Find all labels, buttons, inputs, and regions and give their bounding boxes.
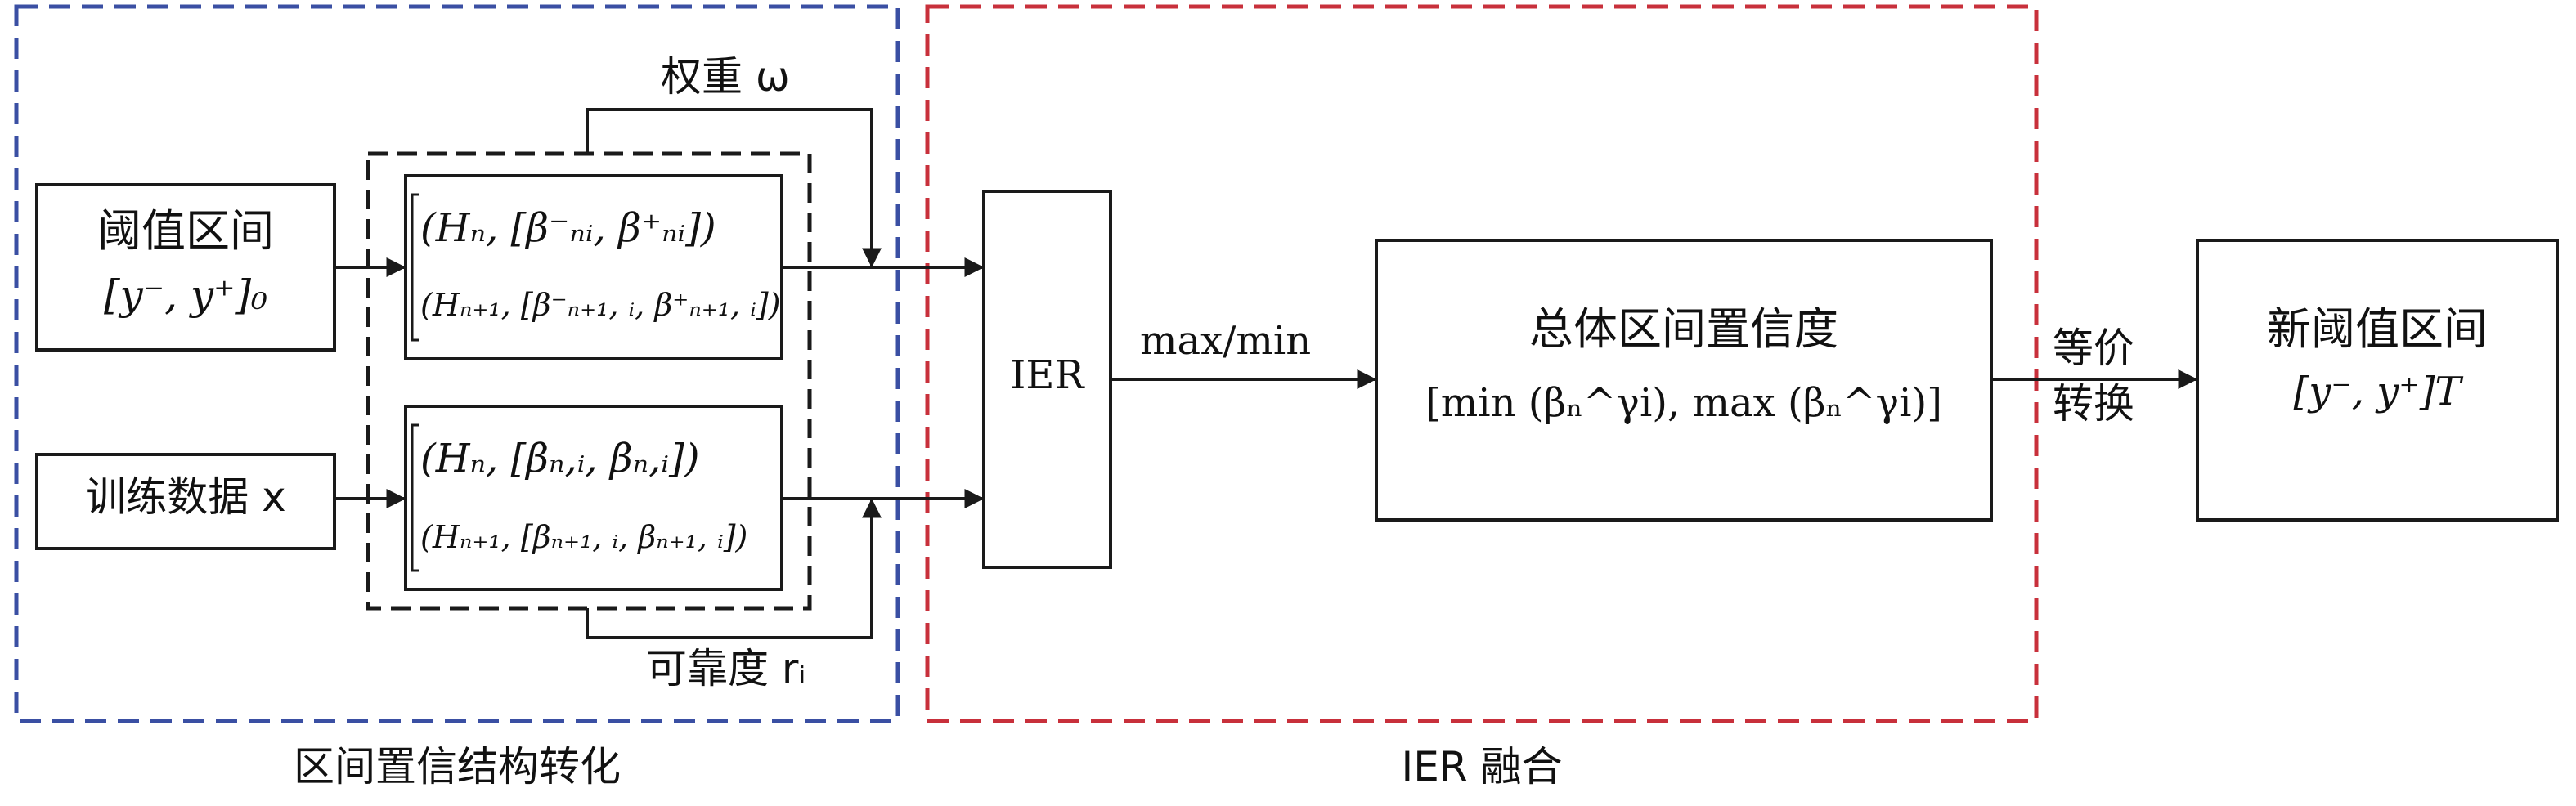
training-title: 训练数据 x	[85, 473, 286, 521]
lower-rules-box	[404, 405, 783, 591]
threshold-title: 阈值区间	[97, 205, 274, 257]
lower-rules-bracket	[411, 423, 419, 572]
lower-rules-line1: (Hₙ, [βₙ,ᵢ, βₙ,ᵢ])	[420, 436, 700, 481]
new-threshold-title: 新阈值区间	[2267, 303, 2488, 355]
reliability-label: 可靠度 rᵢ	[646, 645, 806, 692]
ier-label: IER	[1010, 352, 1084, 398]
overall-box	[1375, 239, 1993, 522]
reliability-loop-arrow	[586, 498, 882, 639]
overall-title: 总体区间置信度	[1529, 303, 1838, 355]
training-box	[35, 453, 336, 550]
overall-formula: [min (βₙ^γi), max (βₙ^γi)]	[1425, 380, 1942, 426]
upper-rules-bracket	[411, 193, 419, 342]
upper-rules-line2: (Hₙ₊₁, [β⁻ₙ₊₁, ᵢ, β⁺ₙ₊₁, ᵢ])	[420, 287, 781, 323]
lower-rules-line2: (Hₙ₊₁, [βₙ₊₁, ᵢ, βₙ₊₁, ᵢ])	[420, 519, 748, 555]
maxmin-label: max/min	[1140, 318, 1312, 364]
threshold-formula: [y⁻, y⁺]₀	[103, 271, 268, 319]
equivalent-label: 等价	[2053, 325, 2134, 372]
transform-label: 转换	[2053, 380, 2134, 428]
right-group-caption: IER 融合	[1401, 743, 1563, 790]
right-group-border	[925, 4, 2039, 723]
upper-rules-line1: (Hₙ, [β⁻ₙᵢ, β⁺ₙᵢ])	[420, 205, 716, 251]
weight-loop-arrow	[586, 108, 882, 268]
weight-label: 权重 ω	[661, 53, 790, 101]
left-group-border	[14, 4, 900, 723]
upper-rules-box	[404, 174, 783, 360]
left-group-caption: 区间置信结构转化	[294, 743, 621, 790]
new-threshold-formula: [y⁻, y⁺]T	[2293, 369, 2462, 414]
ier-box	[982, 190, 1112, 569]
new-threshold-box	[2196, 239, 2559, 522]
threshold-box	[35, 183, 336, 352]
